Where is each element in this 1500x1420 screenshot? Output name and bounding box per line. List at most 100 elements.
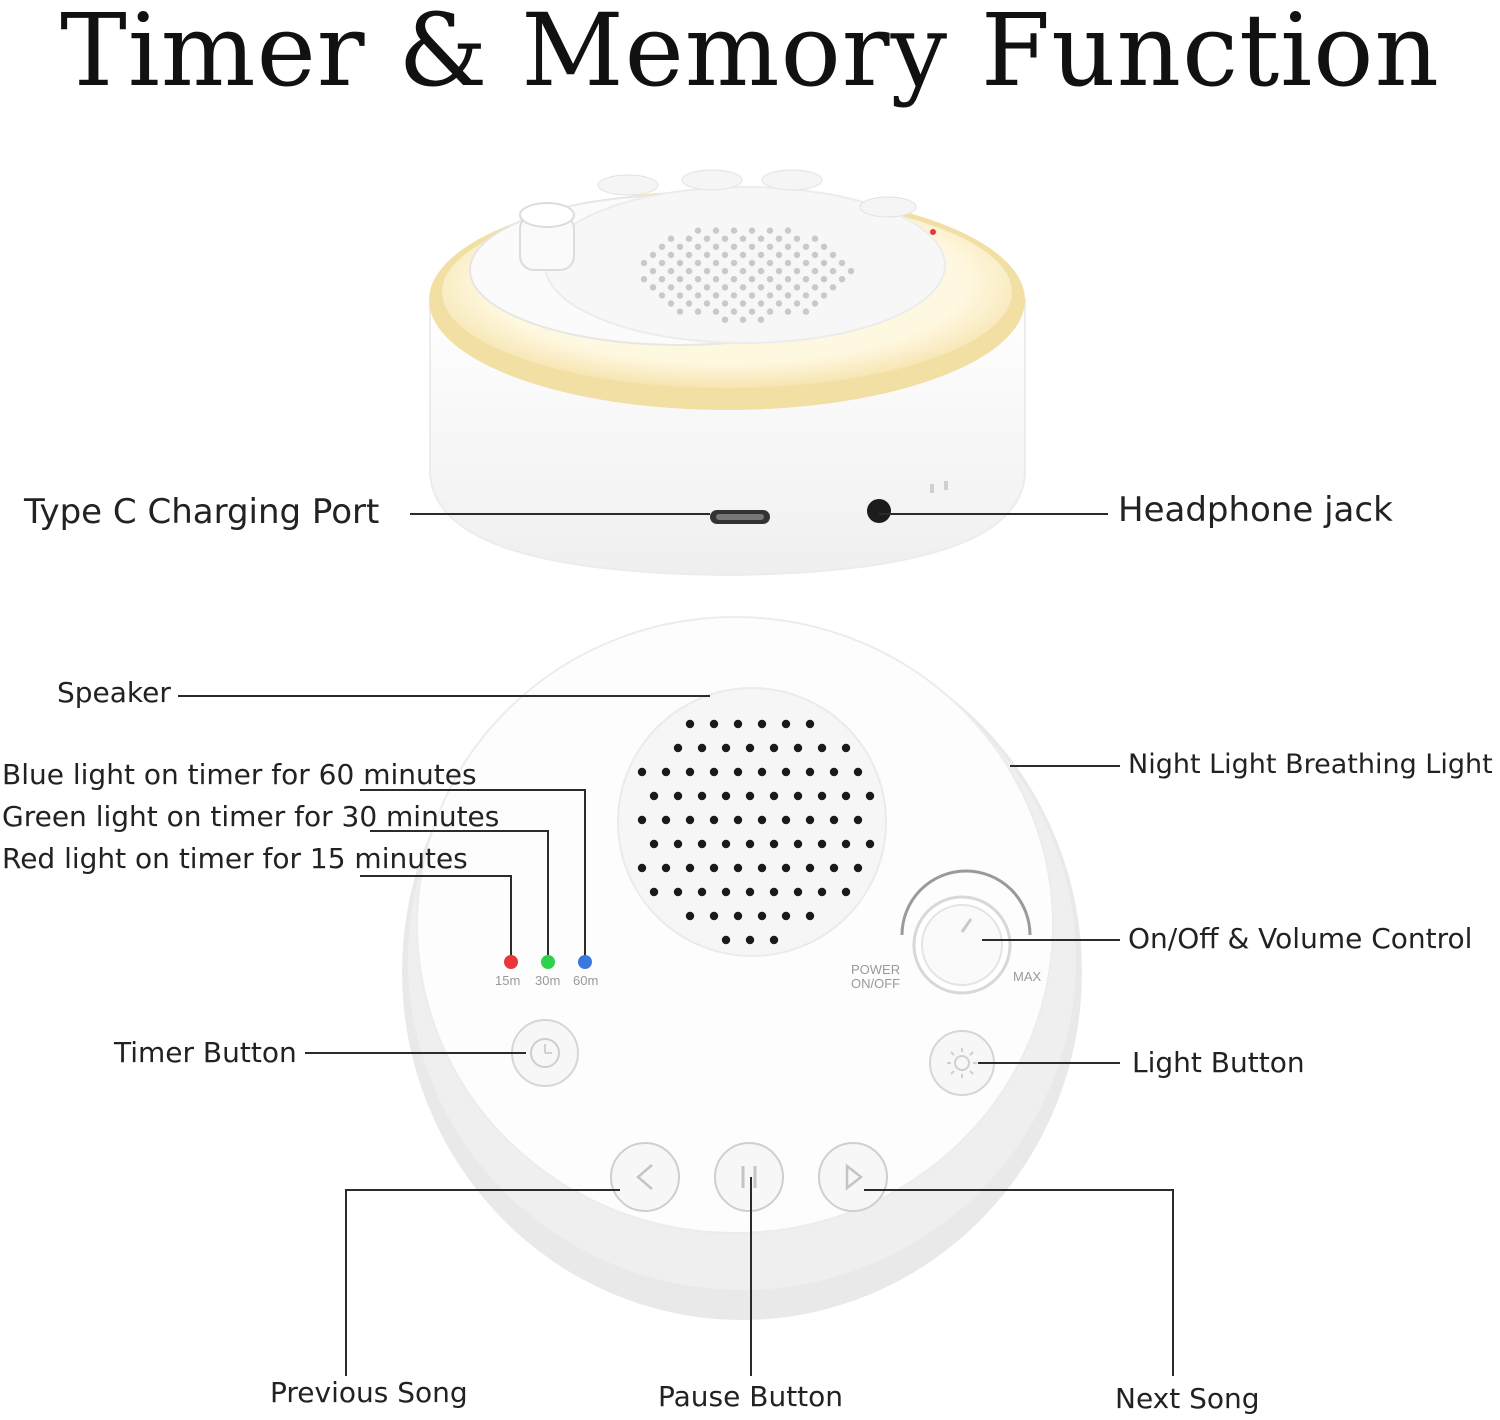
- grill-hole: [757, 719, 767, 729]
- grill-hole: [637, 863, 647, 873]
- top-speaker-grill: [640, 227, 855, 323]
- grill-hole: [709, 863, 719, 873]
- grill-hole: [685, 815, 695, 825]
- grill-hole: [709, 719, 719, 729]
- grill-hole: [730, 243, 738, 250]
- pause-button-label: Pause Button: [658, 1380, 844, 1413]
- grill-hole: [802, 308, 810, 315]
- sun-icon: [947, 1048, 977, 1078]
- grill-hole: [649, 284, 657, 291]
- grill-hole: [757, 815, 767, 825]
- grill-hole: [805, 863, 815, 873]
- blue-timer-leader: [360, 789, 586, 955]
- green-timer-label: Green light on timer for 30 minutes: [2, 800, 500, 833]
- grill-hole: [820, 259, 828, 267]
- timer-button: [511, 1019, 579, 1087]
- grill-hole: [703, 235, 711, 242]
- grill-hole: [781, 863, 791, 873]
- grill-hole: [817, 743, 827, 753]
- grill-hole: [703, 284, 711, 291]
- grill-hole: [709, 911, 719, 921]
- grill-hole: [793, 267, 801, 275]
- grill-hole: [769, 887, 779, 897]
- grill-hole: [802, 259, 810, 267]
- grill-hole: [775, 267, 783, 275]
- grill-hole: [775, 300, 783, 307]
- grill-hole: [685, 300, 693, 307]
- grill-hole: [685, 267, 693, 275]
- grill-hole: [730, 227, 738, 234]
- grill-hole: [685, 284, 693, 291]
- grill-hole: [745, 791, 755, 801]
- grill-hole: [745, 743, 755, 753]
- grill-hole: [766, 276, 774, 283]
- grill-hole: [676, 243, 684, 250]
- volume-label: On/Off & Volume Control: [1128, 922, 1473, 955]
- green-indicator: [541, 955, 555, 969]
- grill-hole: [721, 743, 731, 753]
- grill-hole: [721, 284, 729, 291]
- grill-hole: [685, 767, 695, 777]
- grill-hole: [847, 267, 855, 275]
- grill-hole: [757, 267, 765, 275]
- grill-hole: [805, 767, 815, 777]
- night-light-label: Night Light Breathing Light: [1128, 749, 1493, 780]
- grill-hole: [697, 887, 707, 897]
- grill-hole: [784, 243, 792, 250]
- grill-hole: [766, 243, 774, 250]
- grill-hole: [838, 276, 846, 283]
- grill-hole: [697, 791, 707, 801]
- clock-icon: [530, 1038, 560, 1068]
- grill-hole: [676, 259, 684, 267]
- grill-hole: [838, 259, 846, 267]
- grill-hole: [667, 267, 675, 275]
- grill-hole: [793, 284, 801, 291]
- grill-hole: [658, 276, 666, 283]
- grill-hole: [649, 791, 659, 801]
- grill-hole: [793, 887, 803, 897]
- grill-hole: [703, 251, 711, 259]
- grill-hole: [811, 251, 819, 259]
- max-text: MAX: [1013, 969, 1042, 984]
- grill-hole: [721, 251, 729, 259]
- grill-hole: [649, 887, 659, 897]
- grill-hole: [784, 292, 792, 299]
- grill-hole: [775, 284, 783, 291]
- grill-hole: [661, 815, 671, 825]
- grill-hole: [733, 911, 743, 921]
- grill-hole: [784, 276, 792, 283]
- grill-hole: [721, 267, 729, 275]
- grill-hole: [802, 243, 810, 250]
- grill-hole: [841, 887, 851, 897]
- grill-hole: [793, 791, 803, 801]
- grill-hole: [658, 243, 666, 250]
- onoff-text: ON/OFF: [851, 976, 901, 991]
- grill-hole: [748, 292, 756, 299]
- grill-hole: [748, 276, 756, 283]
- grill-hole: [739, 284, 747, 291]
- next-song-label: Next Song: [1115, 1382, 1260, 1415]
- speaker-area: [617, 687, 887, 957]
- grill-hole: [775, 235, 783, 242]
- pause-icon: [741, 1166, 757, 1188]
- grill-hole: [820, 292, 828, 299]
- grill-hole: [784, 259, 792, 267]
- grill-hole: [817, 791, 827, 801]
- grill-hole: [784, 227, 792, 234]
- previous-song-label: Previous Song: [270, 1376, 468, 1409]
- grill-hole: [745, 935, 755, 945]
- grill-hole: [805, 719, 815, 729]
- grill-hole: [757, 235, 765, 242]
- grill-hole: [739, 235, 747, 242]
- grill-hole: [781, 815, 791, 825]
- grill-hole: [757, 767, 767, 777]
- grill-hole: [721, 935, 731, 945]
- grill-hole: [649, 267, 657, 275]
- grill-hole: [745, 887, 755, 897]
- device-side-view: [429, 169, 1026, 577]
- device-top-view: [402, 616, 1082, 1320]
- speaker-grill: [637, 719, 875, 945]
- pause-button: [714, 1142, 784, 1212]
- grill-hole: [766, 259, 774, 267]
- grill-hole: [769, 791, 779, 801]
